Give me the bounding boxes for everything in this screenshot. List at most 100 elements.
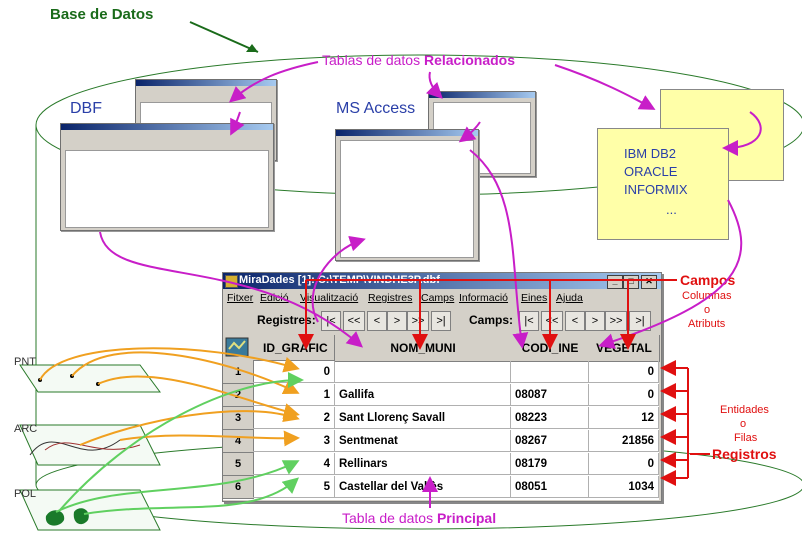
menu-eines[interactable]: Eines [521,292,548,304]
row-number[interactable]: 3 [223,407,254,430]
tabla-principal-label: Tabla de datos Principal [342,510,496,526]
rec-prev-page-button[interactable]: << [343,311,365,331]
cell-codi-ine [511,361,589,383]
cell-nom-muni: Rellinars [335,453,511,475]
field-prev-button[interactable]: < [565,311,585,331]
campos-label: Campos [680,272,736,288]
row-number[interactable]: 5 [223,453,254,476]
tabla-principal-prefix: Tabla de datos [342,510,437,526]
field-last-button[interactable]: >| [629,311,651,331]
col-header-id-grafic[interactable]: ID_GRAFIC [253,335,335,361]
row-number[interactable]: 6 [223,476,254,499]
dbf-label: DBF [70,100,102,117]
menu-camps[interactable]: Camps [421,292,455,304]
cell-codi-ine: 08223 [511,407,589,429]
pol-plane [19,489,161,531]
access-window-front-titlebar [336,130,478,136]
layer-pnt-label: PNT [14,356,36,368]
atributs-label: Atributs [688,318,726,330]
menu-fitxer[interactable]: Fitxer [227,292,254,304]
o-label-2: o [740,418,747,430]
minimize-button[interactable]: _ [607,275,623,289]
cell-codi-ine: 08179 [511,453,589,475]
menu-registres[interactable]: Registres [368,292,413,304]
cell-id-grafic: 1 [253,384,335,406]
cell-nom-muni [335,361,511,383]
layer-arc-label: ARC [14,423,38,435]
cell-nom-muni: Sant Llorenç Savall [335,407,511,429]
rec-last-button[interactable]: >| [431,311,451,331]
cell-nom-muni: Gallifa [335,384,511,406]
cell-vegetal: 12 [589,407,659,429]
cell-vegetal: 0 [589,384,659,406]
cell-id-grafic: 4 [253,453,335,475]
cell-vegetal: 0 [589,453,659,475]
base-de-datos-label: Base de Datos [50,6,154,23]
access-window-back-titlebar [429,92,535,98]
dbf-window-front [60,123,274,231]
registros-label: Registros [712,446,777,462]
cell-id-grafic: 5 [253,476,335,498]
cell-codi-ine: 08051 [511,476,589,498]
menu-edicio[interactable]: Edició [260,292,289,304]
menu-informacio[interactable]: Informació [459,292,509,304]
dbf-window-front-grid [65,150,269,228]
dbf-window-front-titlebar [61,124,273,130]
close-button[interactable]: ✕ [641,275,657,289]
row-number[interactable]: 1 [223,361,254,384]
app-icon [225,275,238,288]
navigation-toolbar: Registres: |< << < > >> >| Camps: |< << … [255,309,659,333]
menu-bar: Fitxer Edició Visualització Registres Ca… [223,290,661,306]
col-header-vegetal[interactable]: VEGETAL [589,335,660,362]
pnt-point-3 [96,382,100,386]
cell-id-grafic: 2 [253,407,335,429]
cell-vegetal: 1034 [589,476,659,498]
maximize-button[interactable]: □ [623,275,639,289]
menu-visualitzacio[interactable]: Visualització [300,292,359,304]
columnas-label: Columnas [682,290,732,302]
field-next-page-button[interactable]: >> [605,311,627,331]
access-window-front-grid [340,140,474,258]
ibm-db2-label: IBM DB2 [624,146,677,161]
ellipsis-label: ... [666,202,677,217]
menu-ajuda[interactable]: Ajuda [556,292,583,304]
row-number[interactable]: 4 [223,430,254,453]
rec-first-button[interactable]: |< [321,311,341,331]
layer-pol-label: POL [14,488,37,500]
o-label-1: o [704,304,711,316]
tablas-relacionadas-prefix: Tablas de datos [322,52,424,68]
camps-label: Camps: [469,313,514,327]
cell-id-grafic: 0 [253,361,335,383]
tabla-principal-strong: Principal [436,510,497,526]
rec-prev-button[interactable]: < [367,311,387,331]
access-window-front [335,129,479,261]
cell-codi-ine: 08267 [511,430,589,452]
ms-access-label: MS Access [336,100,416,117]
oracle-label: ORACLE [624,164,678,179]
registres-label: Registres: [257,313,316,327]
col-header-nom-muni[interactable]: NOM_MUNI [335,335,512,362]
map-icon-header [223,335,254,362]
window-titlebar: MiraDades [1]: C:\TEMP\VINDHE3P.dbf _ □ … [223,273,661,289]
field-prev-page-button[interactable]: << [541,311,563,331]
window-title: MiraDades [1]: C:\TEMP\VINDHE3P.dbf [239,274,440,286]
field-first-button[interactable]: |< [519,311,539,331]
dbf-window-back-titlebar [136,80,276,86]
cell-vegetal: 21856 [589,430,659,452]
row-number[interactable]: 2 [223,384,254,407]
cell-id-grafic: 3 [253,430,335,452]
tablas-relacionadas-strong: Relacionados [423,52,515,68]
cell-vegetal: 0 [589,361,659,383]
rec-next-page-button[interactable]: >> [407,311,429,331]
map-icon [225,337,249,357]
informix-label: INFORMIX [624,182,688,197]
rec-next-button[interactable]: > [387,311,407,331]
col-header-codi-ine[interactable]: CODI_INE [511,335,590,362]
cell-nom-muni: Sentmenat [335,430,511,452]
filas-label: Filas [734,432,758,444]
field-next-button[interactable]: > [585,311,605,331]
base-de-datos-arrowhead [246,44,258,52]
entidades-label: Entidades [720,404,769,416]
